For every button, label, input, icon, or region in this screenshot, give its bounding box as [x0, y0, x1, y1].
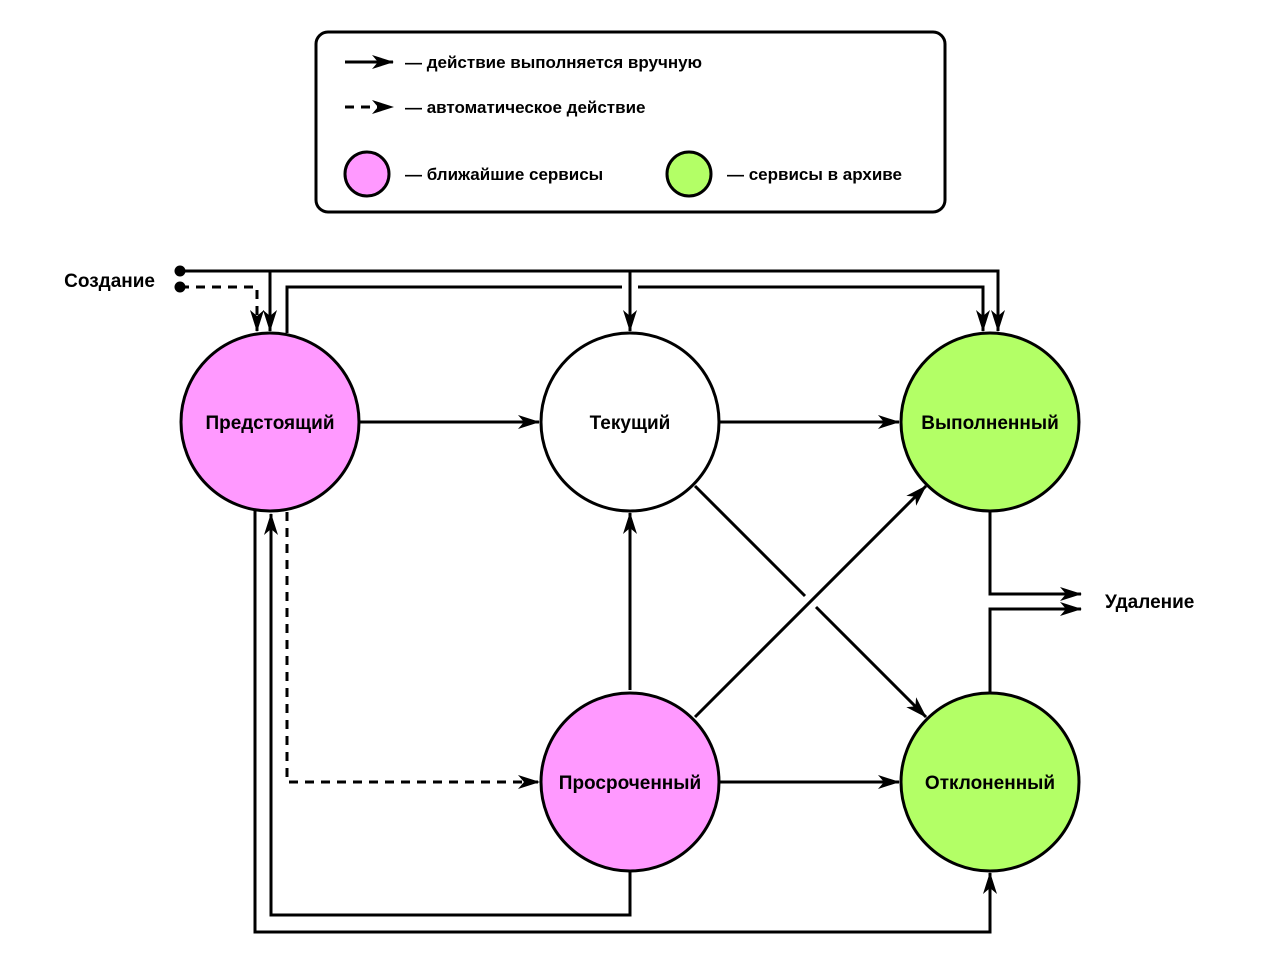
- node-current: Текущий: [539, 331, 721, 513]
- node-pending: Предстоящий: [179, 331, 361, 513]
- legend-manual-text: — действие выполняется вручную: [405, 53, 702, 72]
- edge-pending-rejected: [253, 511, 997, 934]
- node-current-label: Текущий: [590, 413, 671, 434]
- creation-label: Создание: [64, 271, 155, 292]
- node-completed-label: Выполненный: [921, 413, 1059, 434]
- legend-upcoming-text: — ближайшие сервисы: [405, 165, 603, 184]
- edge-completed-deletion: [988, 512, 1082, 601]
- edge-overdue-pending: [264, 513, 632, 917]
- node-overdue: Просроченный: [539, 691, 721, 873]
- deletion-label: Удаление: [1105, 592, 1194, 613]
- edge-auto-pending-overdue: [285, 512, 540, 789]
- edge-create-completed: [180, 269, 1005, 332]
- node-pending-label: Предстоящий: [205, 413, 334, 434]
- node-pending-circle: [179, 331, 361, 513]
- edge-auto-create-pending: [180, 285, 264, 332]
- node-overdue-circle: [539, 691, 721, 873]
- legend: — действие выполняется вручную — автомат…: [314, 30, 947, 214]
- edge-overdue-completed: [693, 484, 928, 719]
- edge-pending-completed-b: [638, 285, 990, 332]
- node-rejected-label: Отклоненный: [925, 773, 1055, 794]
- legend-auto-text: — автоматическое действие: [405, 98, 645, 117]
- node-current-circle: [539, 331, 721, 513]
- edges: [180, 269, 1082, 934]
- node-completed-circle: [899, 331, 1081, 513]
- node-completed: Выполненный: [899, 331, 1081, 513]
- node-rejected: Отклоненный: [899, 691, 1081, 873]
- node-rejected-circle: [899, 691, 1081, 873]
- legend-upcoming-swatch: [343, 150, 391, 198]
- edge-current-rejected-b: [814, 605, 928, 719]
- legend-archive-text: — сервисы в архиве: [727, 165, 902, 184]
- edge-rejected-deletion: [988, 602, 1082, 692]
- legend-archive-swatch: [665, 150, 713, 198]
- node-overdue-label: Просроченный: [559, 773, 701, 794]
- legend-box: [314, 30, 947, 214]
- edge-pending-completed-a: [285, 285, 622, 333]
- edge-current-rejected-a: [693, 484, 807, 598]
